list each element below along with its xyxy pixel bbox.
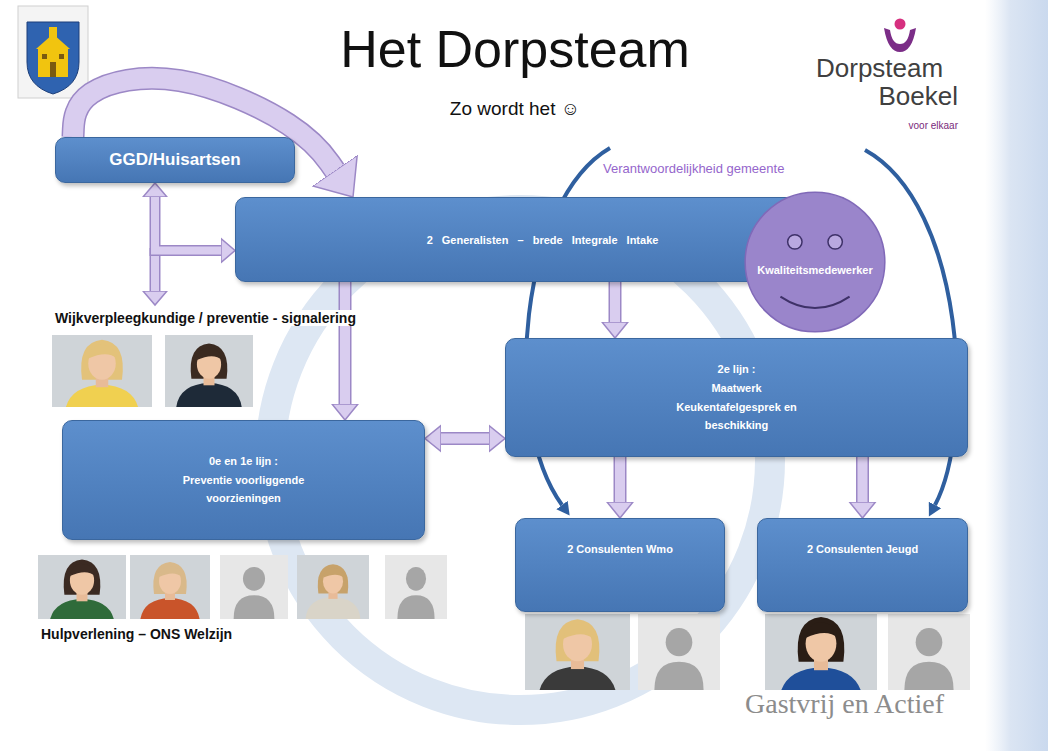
arrow-shaft xyxy=(155,197,221,251)
role-circle: Kwaliteitsmedewerker xyxy=(743,190,887,334)
node-text: Kwaliteitsmedewerker xyxy=(757,264,873,276)
flow-arrow xyxy=(155,197,221,251)
arrow-shaft xyxy=(155,197,221,251)
smiley-circle xyxy=(743,190,887,334)
flow-arrow xyxy=(620,457,621,502)
team-label: Wijkverpleegkundige / preventie - signal… xyxy=(52,310,359,326)
person-photo xyxy=(525,606,630,698)
node-text: GGD/Huisartsen xyxy=(109,150,240,170)
node-text: 2 Consulenten Wmo xyxy=(567,543,673,555)
box-heading: Kwaliteitsmedewerker xyxy=(757,264,873,276)
arrow-shaft xyxy=(856,457,869,502)
process-box: 2 Consulenten Jeugd xyxy=(757,518,968,612)
node-text: 2 Generalisten – brede Integrale Intake xyxy=(427,234,659,246)
person-photo xyxy=(38,549,126,626)
person-placeholder xyxy=(888,614,970,690)
arrow-shaft xyxy=(614,457,627,502)
box-heading: GGD/Huisartsen xyxy=(109,150,240,170)
person-photo xyxy=(130,552,210,622)
flow-arrow xyxy=(862,457,863,502)
subtitle: Zo wordt het ☺ xyxy=(450,98,580,120)
box-heading: 2 Consulenten Wmo xyxy=(567,543,673,555)
node-text: 2e lijn :Maatwerk Keukentafelgesprek en … xyxy=(662,360,812,435)
person-placeholder xyxy=(220,555,288,619)
flow-arrow xyxy=(73,78,335,170)
arrow-shaft xyxy=(610,282,620,322)
side-band xyxy=(985,0,1048,751)
arrow-shaft xyxy=(441,432,489,445)
person-photo xyxy=(52,327,152,415)
process-box: 2e lijn :Maatwerk Keukentafelgesprek en … xyxy=(505,338,968,457)
arrow-shaft xyxy=(609,282,622,322)
team-photos xyxy=(38,327,970,701)
arrow-shaft xyxy=(340,282,350,404)
person-photo xyxy=(765,603,877,701)
person-photo xyxy=(165,333,253,410)
arrow-shaft xyxy=(339,282,352,404)
box-heading: 2 Generalisten – brede Integrale Intake xyxy=(427,234,659,246)
motto-watermark: Gastvrij en Actief xyxy=(745,688,944,720)
person-placeholder xyxy=(638,614,720,690)
arrow-shaft xyxy=(615,457,625,502)
process-box: GGD/Huisartsen xyxy=(55,137,295,183)
node-text: 0e en 1e lijn :Preventie voorliggende vo… xyxy=(154,452,334,508)
arrow-shaft xyxy=(73,78,335,170)
node-text: 2 Consulenten Jeugd xyxy=(807,543,918,555)
box-heading: 2 Consulenten Jeugd xyxy=(807,543,918,555)
page-title: Het Dorpsteam xyxy=(340,20,690,80)
arrow-shaft xyxy=(858,457,868,502)
team-label: Hulpverlening – ONS Welzijn xyxy=(38,626,235,642)
logo-text: Dorpsteam xyxy=(816,54,943,84)
person-photo xyxy=(296,555,369,619)
responsibility-label: Verantwoordelijkheid gemeente xyxy=(600,162,787,177)
logo-tagline: voor elkaar xyxy=(909,120,958,132)
logo-icon xyxy=(884,19,916,53)
flow-arrow xyxy=(441,438,489,439)
process-box: 2 Consulenten Wmo xyxy=(515,518,725,612)
arrow-shaft xyxy=(441,434,489,444)
box-heading: 2e lijn : xyxy=(662,360,812,379)
flow-arrow xyxy=(345,282,346,404)
municipal-crest xyxy=(18,6,88,98)
box-body: Preventie voorliggende voorzieningen xyxy=(154,471,334,508)
process-box: 0e en 1e lijn :Preventie voorliggende vo… xyxy=(62,420,425,540)
box-heading: 0e en 1e lijn : xyxy=(154,452,334,471)
box-body: Maatwerk Keukentafelgesprek en beschikki… xyxy=(662,379,812,435)
logo-text: Boekel xyxy=(879,82,959,112)
flow-arrow xyxy=(615,282,616,322)
person-placeholder xyxy=(385,555,447,619)
arrow-shaft xyxy=(73,78,335,170)
